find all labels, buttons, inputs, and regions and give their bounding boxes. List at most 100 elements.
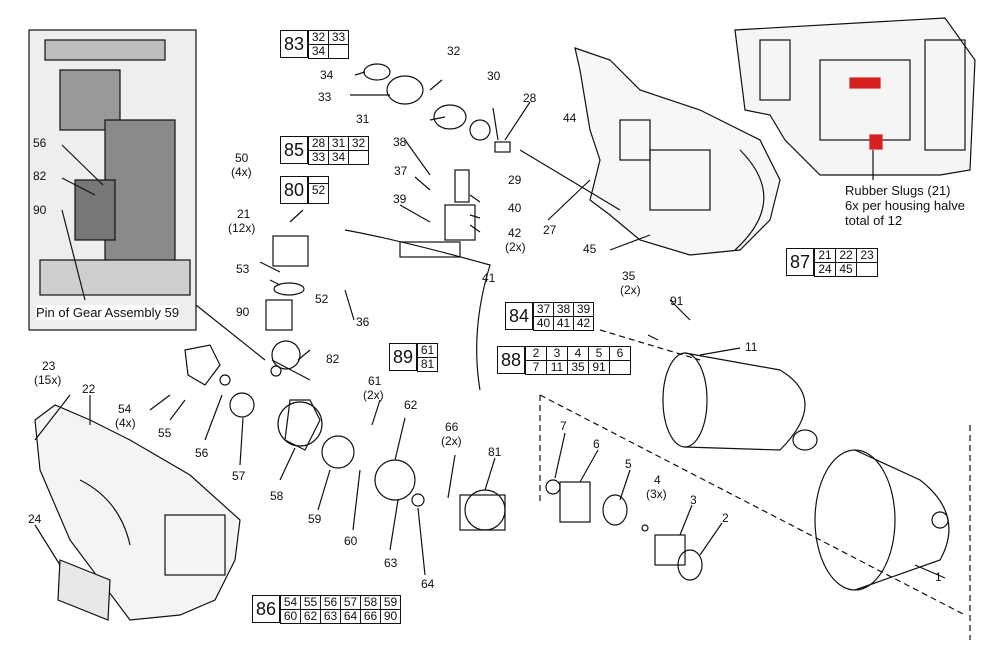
gear-parts <box>184 235 425 507</box>
callout-21: 21 <box>237 207 251 221</box>
callout-4: 4 <box>654 473 661 487</box>
kit-part: 56 <box>320 596 340 610</box>
callout-52: 52 <box>315 292 329 306</box>
kit-part: 35 <box>567 361 588 375</box>
callout-44: 44 <box>563 111 577 125</box>
kit-part: 60 <box>280 610 300 624</box>
rubber-slugs-note: Rubber Slugs (21) 6x per housing halve t… <box>845 183 965 228</box>
callout-45: 45 <box>583 242 597 256</box>
kit-number: 80 <box>280 176 308 204</box>
kit-part: 5 <box>588 347 609 361</box>
kit-part: 11 <box>546 361 567 375</box>
kit-part: 64 <box>340 610 360 624</box>
kit-part: 63 <box>320 610 340 624</box>
kit-parts: 21 22 23 24 45 <box>814 248 878 277</box>
kit-part: 33 <box>328 31 348 45</box>
callout-90: 90 <box>236 305 250 319</box>
callout-66: 66 <box>445 420 459 434</box>
callout-81: 81 <box>488 445 502 459</box>
callout-62: 62 <box>404 398 418 412</box>
note-line: 6x per housing halve <box>845 198 965 213</box>
kit-part: 42 <box>573 317 593 331</box>
callout-42-qty: (2x) <box>505 240 526 254</box>
kit-number: 87 <box>786 248 814 276</box>
callout-35-qty: (2x) <box>620 283 641 297</box>
callout-63: 63 <box>384 556 398 570</box>
callout-28: 28 <box>523 91 537 105</box>
kit-part: 4 <box>567 347 588 361</box>
callout-2: 2 <box>722 511 729 525</box>
kit-parts: 32 33 34 <box>308 30 349 59</box>
callout-53: 53 <box>236 262 250 276</box>
callout-59: 59 <box>308 512 322 526</box>
callout-22: 22 <box>82 382 96 396</box>
kit-part: 62 <box>300 610 320 624</box>
callout-24: 24 <box>28 512 42 526</box>
callout-30: 30 <box>487 69 501 83</box>
callout-32: 32 <box>447 44 461 58</box>
callout-38: 38 <box>393 135 407 149</box>
callout-21-qty: (12x) <box>228 221 256 235</box>
kit-part <box>856 263 877 277</box>
callout-66-qty: (2x) <box>441 434 462 448</box>
callout-11: 11 <box>745 340 758 354</box>
callout-4-qty: (3x) <box>646 487 667 501</box>
kit-box-88: 88 2 3 4 5 6 7 11 35 91 <box>497 346 631 375</box>
kit-number: 88 <box>497 346 525 374</box>
kit-part: 6 <box>609 347 630 361</box>
callout-57: 57 <box>232 469 246 483</box>
kit-part: 3 <box>546 347 567 361</box>
kit-part: 37 <box>533 303 553 317</box>
kit-part: 91 <box>588 361 609 375</box>
callout-35: 35 <box>622 269 636 283</box>
callout-31: 31 <box>356 112 370 126</box>
kit-parts: 61 81 <box>417 343 438 372</box>
callout-1: 1 <box>935 570 942 584</box>
kit-part: 55 <box>300 596 320 610</box>
kit-box-89: 89 61 81 <box>389 343 438 372</box>
callout-34: 34 <box>320 68 334 82</box>
callout-91: 91 <box>670 294 684 308</box>
kit-part: 28 <box>308 137 328 151</box>
callout-61-qty: (2x) <box>363 388 384 402</box>
kit-number: 86 <box>252 595 280 623</box>
kit-part: 54 <box>280 596 300 610</box>
housing-half-top-right <box>734 17 976 180</box>
kit-parts: 52 <box>308 176 329 204</box>
callout-58: 58 <box>270 489 284 503</box>
kit-part: 59 <box>380 596 400 610</box>
inset-callout-56: 56 <box>33 136 47 150</box>
kit-part: 21 <box>814 249 835 263</box>
inset-callout-82: 82 <box>33 169 47 183</box>
kit-part: 38 <box>553 303 573 317</box>
callout-54: 54 <box>118 402 132 416</box>
kit-part: 22 <box>835 249 856 263</box>
kit-number: 83 <box>280 30 308 58</box>
callout-50-qty: (4x) <box>231 165 252 179</box>
kit-parts: 37 38 39 40 41 42 <box>533 302 594 331</box>
kit-parts: 28 31 32 33 34 <box>308 136 369 165</box>
label-plate <box>57 559 111 621</box>
note-line: Rubber Slugs (21) <box>845 183 951 198</box>
callout-5: 5 <box>625 457 632 471</box>
kit-number: 84 <box>505 302 533 330</box>
note-line: total of 12 <box>845 213 903 228</box>
housing-half-center <box>574 47 781 256</box>
callout-56: 56 <box>195 446 209 460</box>
callout-55: 55 <box>158 426 172 440</box>
kit-number: 89 <box>389 343 417 371</box>
callout-7: 7 <box>560 419 567 433</box>
kit-part: 32 <box>348 137 368 151</box>
callout-39: 39 <box>393 192 407 206</box>
kit-part: 58 <box>360 596 380 610</box>
callout-3: 3 <box>690 493 697 507</box>
kit-part <box>328 45 348 59</box>
front-nose-cap <box>814 449 950 591</box>
kit-part: 45 <box>835 263 856 277</box>
callout-42: 42 <box>508 226 522 240</box>
motor-housing-can <box>662 352 818 451</box>
kit-number: 85 <box>280 136 308 164</box>
callout-40: 40 <box>508 201 522 215</box>
callout-60: 60 <box>344 534 358 548</box>
